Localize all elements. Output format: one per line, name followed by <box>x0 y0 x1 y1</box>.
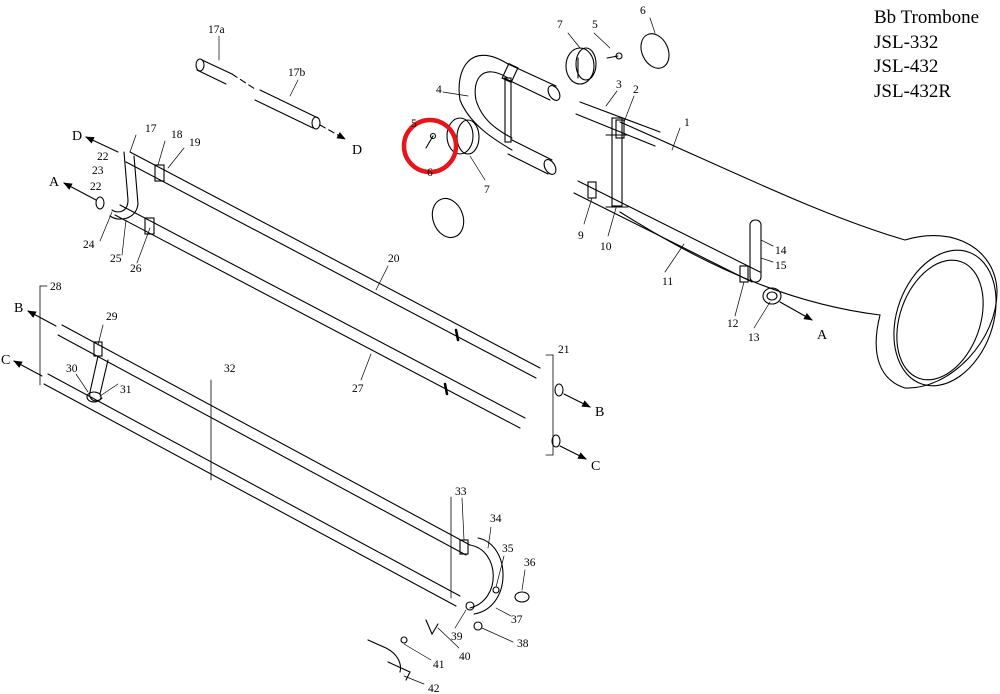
part-label-20: 20 <box>388 253 400 265</box>
title-model-1: JSL-332 <box>874 31 939 53</box>
part-label-1: 1 <box>684 117 690 129</box>
title-model-3: JSL-432R <box>874 80 952 102</box>
part-label-5-lower: 5 <box>411 118 417 130</box>
title-instrument: Bb Trombone <box>874 7 980 28</box>
part-label-25: 25 <box>110 253 122 265</box>
part-label-15: 15 <box>775 260 787 272</box>
part-label-2: 2 <box>633 84 639 96</box>
part-label-22-lower: 22 <box>90 181 102 193</box>
part-label-34: 34 <box>490 513 502 525</box>
bumper-parts <box>425 33 670 239</box>
part-label-17a: 17a <box>208 24 225 36</box>
part-label-7-upper: 7 <box>557 19 563 31</box>
title-model-2: JSL-432 <box>874 56 939 77</box>
part-label-21: 21 <box>558 344 570 356</box>
part-label-4: 4 <box>436 84 442 96</box>
parts-17a-17b <box>195 58 346 140</box>
connection-letters: A A B B C C D D <box>1 129 828 474</box>
part-label-7-lower: 7 <box>484 184 490 196</box>
part-label-39: 39 <box>451 631 463 643</box>
part-label-33: 33 <box>455 486 467 498</box>
outer-slide-assembly <box>13 285 813 681</box>
connector-d-left: D <box>72 129 82 144</box>
part-label-35: 35 <box>502 543 514 555</box>
part-label-22-upper: 22 <box>97 151 109 163</box>
connector-d-right: D <box>352 143 362 158</box>
part-label-37: 37 <box>511 614 523 626</box>
part-label-24: 24 <box>83 239 95 251</box>
part-label-17b: 17b <box>288 67 306 79</box>
inner-slide-assembly <box>63 136 591 460</box>
part-labels: 1 2 3 4 5 5 6 6 7 7 9 10 11 12 13 14 15 … <box>50 5 787 694</box>
part-label-28: 28 <box>50 281 62 293</box>
part-label-3: 3 <box>616 79 622 91</box>
part-label-6-lower: 6 <box>427 167 433 179</box>
part-label-17: 17 <box>145 123 157 135</box>
part-label-40: 40 <box>459 651 471 663</box>
part-label-11: 11 <box>662 276 673 288</box>
part-label-14: 14 <box>775 245 787 257</box>
connector-a-right: A <box>817 328 828 343</box>
highlight-circle <box>401 117 459 175</box>
connector-c-right: C <box>591 459 600 474</box>
part-label-18: 18 <box>171 129 183 141</box>
leader-lines <box>75 17 774 685</box>
part-label-23: 23 <box>92 165 104 177</box>
bell-section <box>573 101 998 389</box>
part-label-13: 13 <box>748 332 760 344</box>
part-label-5-upper: 5 <box>592 19 598 31</box>
part-label-32: 32 <box>224 363 236 375</box>
part-label-30: 30 <box>66 363 78 375</box>
part-label-38: 38 <box>517 638 529 650</box>
connector-a-left: A <box>49 175 60 190</box>
part-label-41: 41 <box>433 659 445 671</box>
part-label-12: 12 <box>727 318 739 330</box>
part-label-29: 29 <box>106 311 118 323</box>
part-label-31: 31 <box>120 384 132 396</box>
part-label-27: 27 <box>352 383 364 395</box>
part-label-42: 42 <box>428 683 440 694</box>
part-label-10: 10 <box>600 241 612 253</box>
tuning-slide <box>458 54 561 175</box>
part-label-26: 26 <box>130 263 142 275</box>
connector-c-left: C <box>1 353 10 368</box>
part-label-19: 19 <box>189 137 201 149</box>
connector-b-left: B <box>14 301 23 316</box>
connector-b-right: B <box>595 405 604 420</box>
part-label-6-upper: 6 <box>640 5 646 17</box>
model-title-block: Bb Trombone JSL-332 JSL-432 JSL-432R <box>874 6 998 104</box>
part-label-36: 36 <box>524 557 536 569</box>
part-label-9: 9 <box>578 230 584 242</box>
